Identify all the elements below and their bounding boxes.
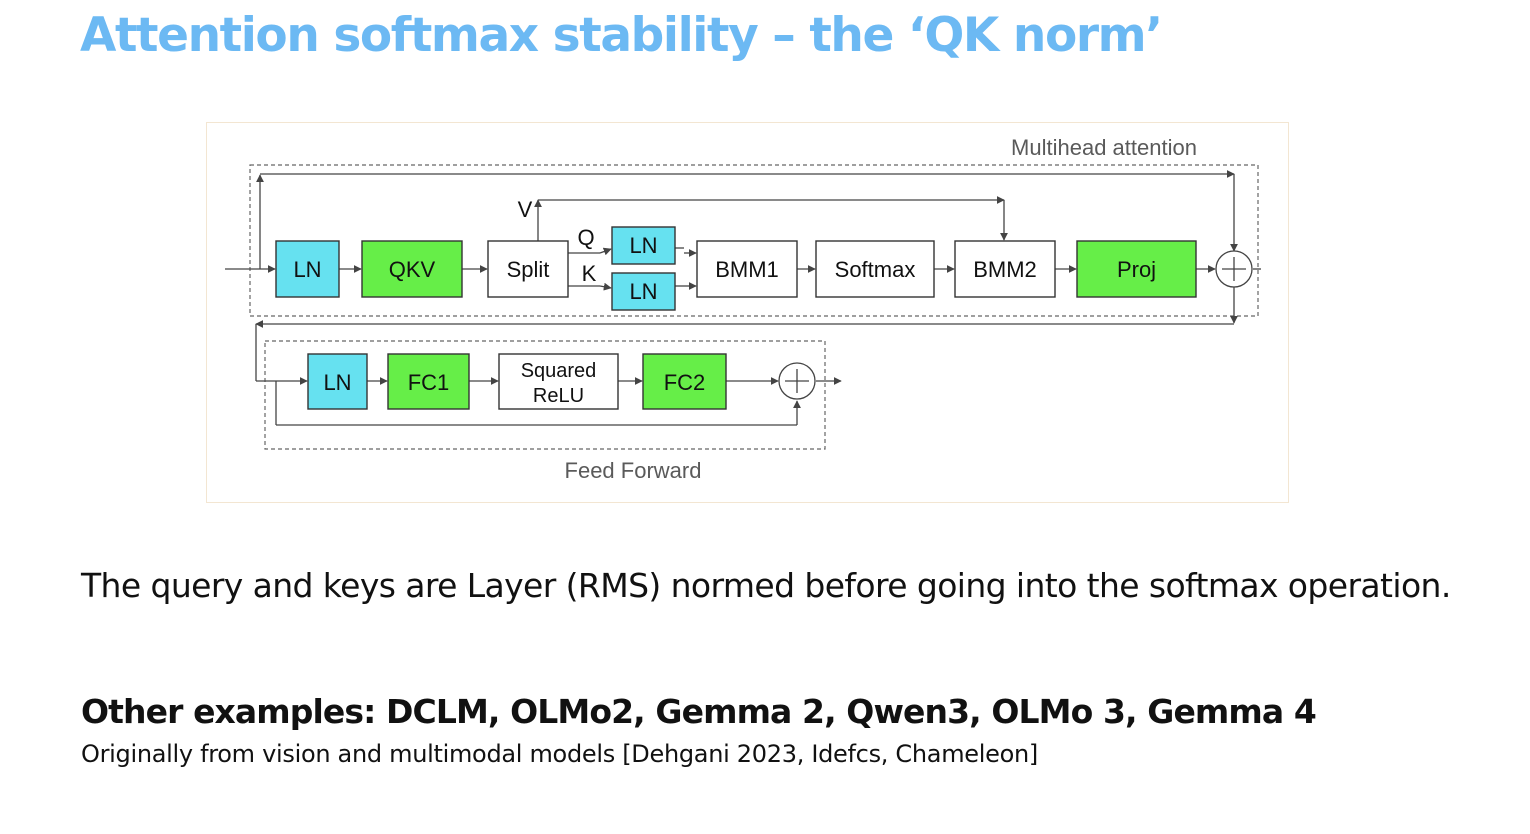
block-qkv: QKV: [361, 240, 463, 298]
svg-text:LN: LN: [629, 279, 657, 304]
block-bmm1: BMM1: [696, 240, 798, 298]
attention-connectors: [225, 170, 1261, 381]
block-split: Split: [487, 240, 569, 298]
other-examples-text: Other examples: DCLM, OLMo2, Gemma 2, Qw…: [81, 692, 1317, 731]
svg-text:Softmax: Softmax: [835, 257, 916, 282]
svg-text:LN: LN: [323, 370, 351, 395]
attention-caption: Multihead attention: [1011, 135, 1197, 160]
block-ln-attention: LN: [275, 240, 340, 298]
ffn-residual-add: [778, 362, 816, 400]
svg-text:LN: LN: [629, 233, 657, 258]
ffn-dashed-frame: [264, 340, 826, 450]
ffn-caption: Feed Forward: [565, 458, 702, 483]
svg-text:BMM1: BMM1: [715, 257, 779, 282]
ffn-connectors: [256, 377, 842, 426]
svg-text:Squared: Squared: [521, 360, 597, 382]
v-label: V: [518, 197, 533, 222]
block-proj: Proj: [1076, 240, 1197, 298]
block-ln-key: LN: [611, 272, 676, 311]
block-ln-ffn: LN: [307, 353, 368, 410]
block-ln-query: LN: [611, 226, 676, 265]
svg-text:Proj: Proj: [1117, 257, 1156, 282]
svg-text:Split: Split: [507, 257, 550, 282]
k-label: K: [582, 261, 597, 286]
svg-text:BMM2: BMM2: [973, 257, 1037, 282]
block-softmax: Softmax: [815, 240, 935, 298]
body-text: The query and keys are Layer (RMS) norme…: [81, 566, 1451, 605]
attention-residual-add: [1215, 250, 1253, 288]
svg-text:FC1: FC1: [408, 370, 450, 395]
svg-text:ReLU: ReLU: [533, 385, 584, 407]
svg-text:FC2: FC2: [664, 370, 706, 395]
block-fc2: FC2: [642, 353, 727, 410]
transformer-block-diagram: Multihead attention Feed Forward: [225, 135, 1261, 483]
block-squared-relu: Squared ReLU: [498, 353, 619, 410]
block-bmm2: BMM2: [954, 240, 1056, 298]
attention-dashed-frame: [249, 164, 1259, 317]
slide-title: Attention softmax stability – the ‘QK no…: [80, 8, 1163, 63]
origin-note-text: Originally from vision and multimodal mo…: [81, 740, 1038, 768]
q-label: Q: [577, 225, 594, 250]
diagram-frame: Multihead attention Feed Forward: [206, 122, 1289, 503]
svg-text:QKV: QKV: [389, 257, 436, 282]
block-fc1: FC1: [387, 353, 470, 410]
svg-text:LN: LN: [293, 257, 321, 282]
